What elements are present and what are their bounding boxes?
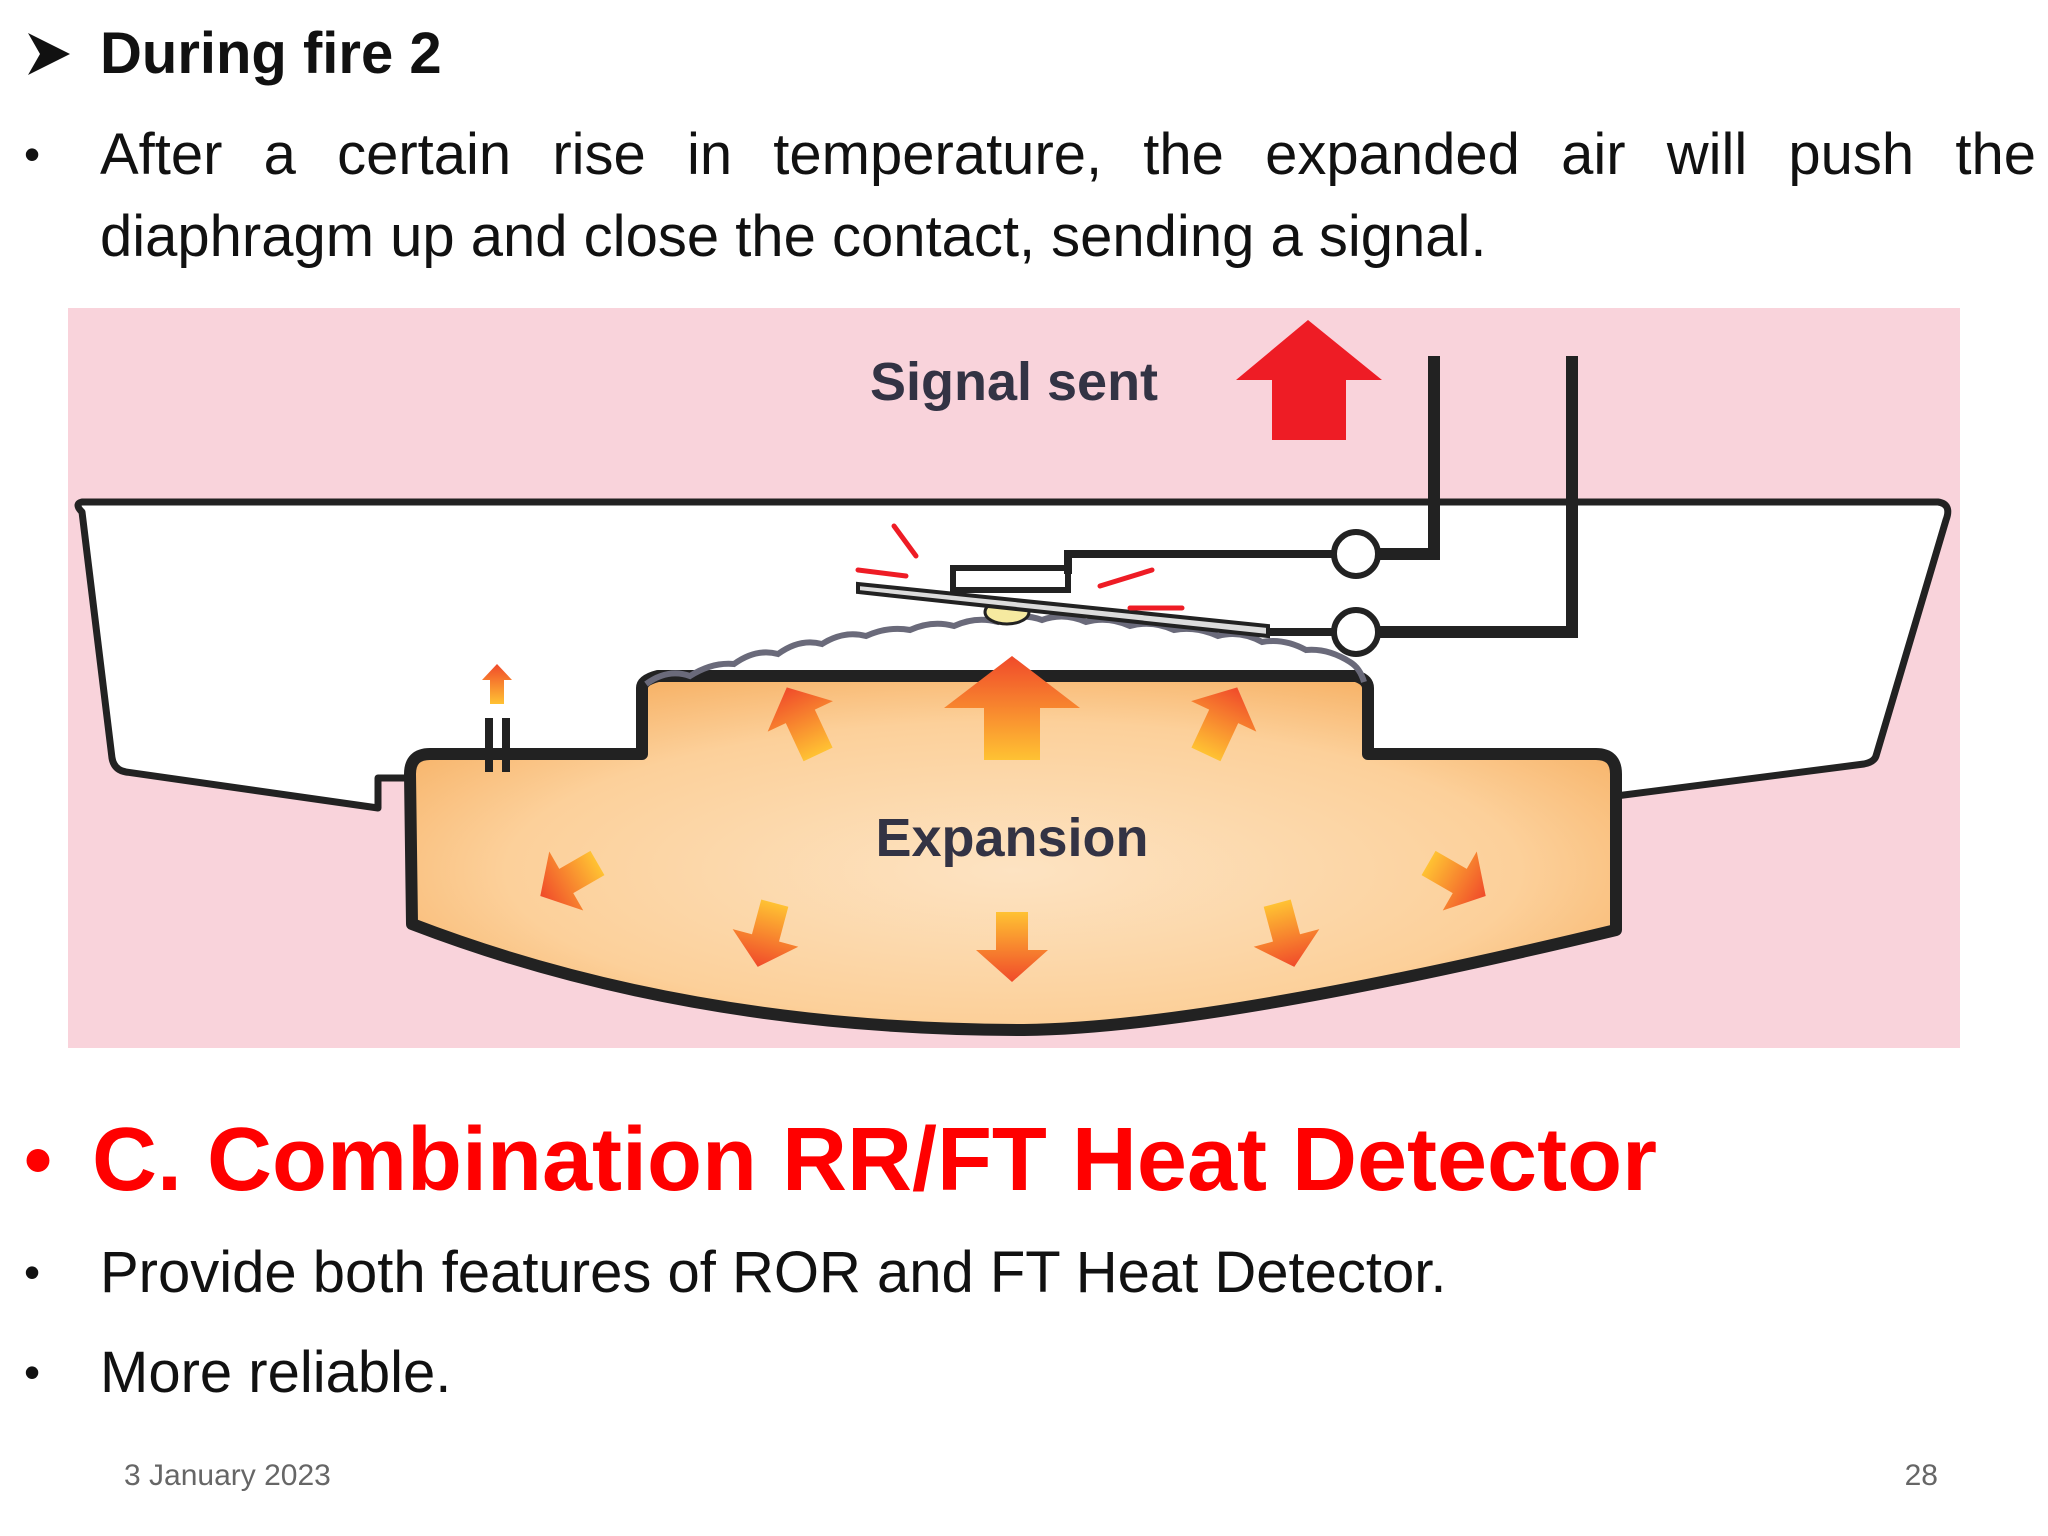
terminal-lower — [1331, 607, 1381, 657]
expansion-label: Expansion — [875, 808, 1148, 868]
bullet-item-1: Provide both features of ROR and FT Heat… — [100, 1240, 1447, 1305]
heading-title: During fire 2 — [100, 21, 442, 86]
terminal-upper — [1331, 529, 1381, 579]
paragraph-line-2: diaphragm up and close the contact, send… — [100, 204, 1487, 269]
section-bullet-dot: • — [24, 1115, 53, 1204]
footer-page-number: 28 — [1904, 1459, 1938, 1492]
signal-label: Signal sent — [870, 352, 1158, 412]
bullet-item-2: More reliable. — [100, 1340, 452, 1405]
heading-row: During fire 2 — [24, 14, 442, 94]
wire-lead-1 — [1356, 356, 1440, 560]
spark-lines — [855, 523, 1185, 611]
expansion-arrow-right-icon — [1421, 850, 1486, 911]
expansion-arrow-down-right-icon — [1253, 899, 1320, 967]
expansion-arrow-left-icon — [540, 850, 605, 911]
vent-right — [502, 718, 510, 772]
signal-arrow-icon — [1236, 320, 1382, 440]
wire-upper — [1064, 550, 1340, 574]
arrow-bullet-icon — [28, 33, 70, 75]
vent-left — [485, 718, 493, 772]
wire-lead-2 — [1356, 356, 1578, 638]
footer-date: 3 January 2023 — [124, 1459, 331, 1492]
expansion-arrow-down-icon — [976, 912, 1048, 982]
bullet-dot: • — [24, 1246, 41, 1298]
bullet-dot: • — [24, 1346, 41, 1398]
section-title: C. Combination RR/FT Heat Detector — [92, 1110, 1658, 1210]
heat-detector-diagram: Signal sent Expansion — [68, 308, 1960, 1048]
contact-plate — [950, 565, 1071, 593]
expansion-arrow-down-left-icon — [732, 899, 799, 967]
expansion-arrow-up-right-icon — [1191, 687, 1257, 762]
vent-arrow-icon — [482, 664, 512, 704]
bullet-dot: • — [24, 128, 41, 180]
paragraph-line-1: After a certain rise in temperature, the… — [100, 122, 2036, 187]
detector-housing — [74, 498, 1952, 812]
section-title-row: • C. Combination RR/FT Heat Detector — [24, 1105, 1657, 1215]
expansion-arrow-up-left-icon — [767, 687, 833, 762]
expansion-arrow-up-icon — [944, 656, 1080, 760]
